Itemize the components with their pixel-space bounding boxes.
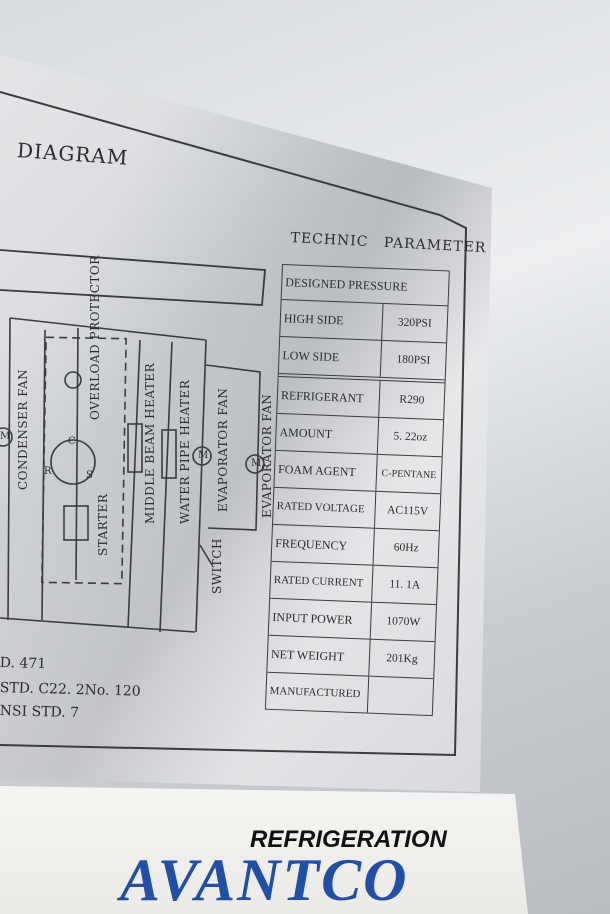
param-value: 320PSI bbox=[397, 316, 432, 330]
table-row: RATED VOLTAGE AC115V bbox=[272, 487, 441, 532]
param-value: 5. 22oz bbox=[393, 430, 428, 444]
motor-mark: M bbox=[0, 431, 11, 442]
overload-label: OVERLOAD PROTECTOR bbox=[88, 255, 102, 420]
standard-line: D. 471 bbox=[0, 655, 47, 673]
table-row: HIGH SIDE 320PSI bbox=[280, 300, 448, 344]
standard-line: NSI STD. 7 bbox=[0, 703, 80, 722]
param-label: RATED VOLTAGE bbox=[273, 487, 377, 528]
evaporator-fan-label-2: EVAPORATOR FAN bbox=[260, 393, 274, 518]
start-mark: S bbox=[86, 470, 93, 481]
run-mark: R bbox=[44, 466, 52, 477]
param-value: 1070W bbox=[386, 615, 421, 629]
param-label: RATED CURRENT bbox=[270, 561, 374, 602]
brand-card bbox=[0, 786, 528, 914]
param-label: LOW SIDE bbox=[278, 336, 383, 377]
table-row: MANUFACTURED bbox=[265, 672, 433, 715]
motor-mark: M bbox=[198, 450, 209, 461]
param-label: AMOUNT bbox=[275, 413, 380, 454]
table-row: REFRIGERANT R290 bbox=[277, 376, 445, 421]
param-value: 180PSI bbox=[396, 353, 431, 367]
param-value: 60Hz bbox=[393, 541, 419, 555]
condenser-fan-label: CONDENSER FAN bbox=[16, 368, 30, 490]
table-row: FREQUENCY 60Hz bbox=[271, 524, 439, 569]
param-label: REFRIGERANT bbox=[277, 376, 381, 417]
table-row: AMOUNT 5. 22oz bbox=[275, 413, 444, 458]
param-value: AC115V bbox=[386, 504, 429, 518]
table-row: INPUT POWER 1070W bbox=[268, 598, 437, 643]
param-label: MANUFACTURED bbox=[265, 672, 370, 713]
param-value bbox=[369, 695, 433, 697]
param-label: HIGH SIDE bbox=[280, 300, 384, 340]
param-label: INPUT POWER bbox=[268, 598, 373, 639]
param-label: FREQUENCY bbox=[271, 524, 375, 565]
param-label: NET WEIGHT bbox=[267, 635, 371, 676]
water-pipe-heater-label: WATER PIPE HEATER bbox=[178, 379, 192, 524]
evaporator-fan-label: EVAPORATOR FAN bbox=[216, 387, 230, 512]
param-value: C-PENTANE bbox=[381, 467, 437, 481]
technic-parameter-table: DESIGNED PRESSURE HIGH SIDE 320PSI LOW SI… bbox=[264, 264, 450, 717]
motor-mark: M bbox=[251, 458, 262, 469]
brand-tagline: REFRIGERATION bbox=[250, 826, 447, 853]
brand-logo: AVANTCO bbox=[120, 847, 409, 913]
param-value: 11. 1A bbox=[389, 578, 421, 592]
section-label: DESIGNED PRESSURE bbox=[285, 274, 408, 294]
table-row: LOW SIDE 180PSI bbox=[278, 336, 447, 384]
table-row: RATED CURRENT 11. 1A bbox=[270, 561, 438, 606]
capacitor-mark: C bbox=[68, 436, 76, 447]
starter-label: STARTER bbox=[96, 493, 110, 556]
middle-beam-heater-label: MIDDLE BEAM HEATER bbox=[143, 362, 157, 524]
switch-label: SWITCH bbox=[210, 538, 224, 594]
param-value: R290 bbox=[399, 393, 425, 407]
table-row: NET WEIGHT 201Kg bbox=[267, 635, 435, 680]
param-value: 201Kg bbox=[386, 652, 418, 666]
param-label: FOAM AGENT bbox=[274, 450, 378, 491]
